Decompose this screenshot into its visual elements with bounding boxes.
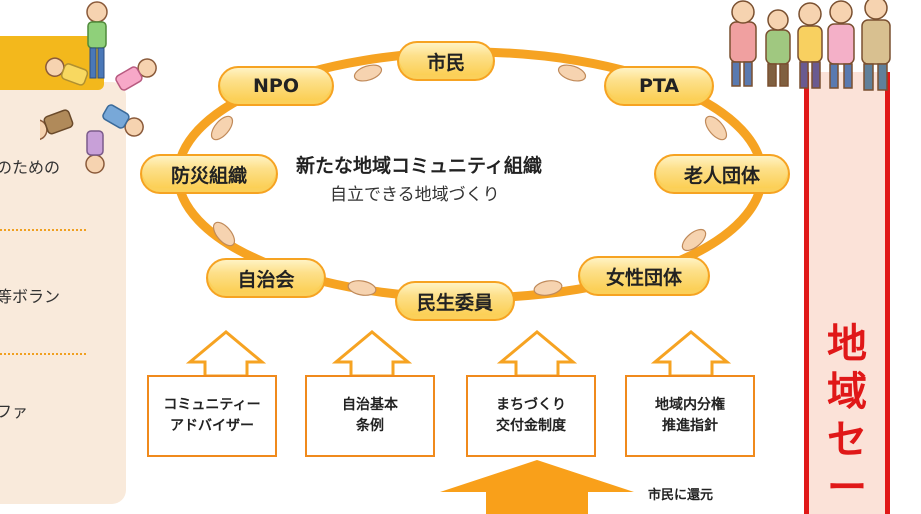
up-arrow-icon bbox=[496, 330, 578, 378]
left-panel-text: ファ bbox=[0, 402, 29, 421]
divider bbox=[0, 229, 86, 231]
policy-box-line: 条例 bbox=[356, 418, 384, 434]
return-label: 市民に還元 bbox=[648, 488, 714, 503]
policy-box: 自治基本 条例 bbox=[305, 375, 435, 457]
node-pill: 民生委員 bbox=[395, 281, 515, 321]
handshake-icon bbox=[533, 280, 563, 296]
left-panel-text: 等ボラン bbox=[0, 287, 61, 306]
handshake-icon bbox=[347, 280, 377, 296]
handshake-icon bbox=[210, 115, 234, 141]
banner-char: ー bbox=[827, 465, 867, 511]
up-arrow-icon bbox=[331, 330, 413, 378]
handshake-icon bbox=[681, 228, 707, 252]
node-pill: 自治会 bbox=[206, 258, 326, 298]
banner-text: 地 域 セ ー bbox=[820, 320, 874, 512]
big-up-arrow-icon bbox=[440, 460, 634, 514]
policy-box: 地域内分権 推進指針 bbox=[625, 375, 755, 457]
people-circle-illustration bbox=[40, 1, 170, 189]
node-pill: 防災組織 bbox=[140, 154, 278, 194]
policy-box-line: 交付金制度 bbox=[496, 418, 566, 434]
node-pill: NPO bbox=[218, 66, 334, 106]
handshake-icon bbox=[353, 64, 383, 82]
node-pill: 老人団体 bbox=[654, 154, 790, 194]
policy-box-line: 推進指針 bbox=[662, 418, 718, 434]
up-arrow-icon bbox=[650, 330, 732, 378]
banner-char: セ bbox=[827, 417, 867, 463]
left-panel bbox=[0, 82, 126, 504]
policy-box: まちづくり 交付金制度 bbox=[466, 375, 596, 457]
crowd-illustration bbox=[729, 0, 891, 91]
handshake-icon bbox=[557, 64, 587, 82]
center-subtitle: 自立できる地域づくり bbox=[330, 185, 500, 205]
node-pill: 女性団体 bbox=[578, 256, 710, 296]
up-arrow-icon bbox=[185, 330, 267, 378]
right-banner bbox=[804, 72, 890, 514]
handshake-icon bbox=[704, 115, 728, 141]
policy-box-line: 地域内分権 bbox=[655, 397, 725, 413]
banner-char: 地 bbox=[827, 321, 867, 367]
policy-box-line: まちづくり bbox=[496, 397, 566, 413]
node-pill: PTA bbox=[604, 66, 714, 106]
banner-char: 域 bbox=[827, 369, 867, 415]
policy-box-line: 自治基本 bbox=[342, 397, 398, 413]
policy-box: コミュニティー アドバイザー bbox=[147, 375, 277, 457]
policy-box-line: コミュニティー bbox=[163, 397, 261, 413]
policy-box-line: アドバイザー bbox=[170, 418, 254, 434]
handshake-icon bbox=[212, 221, 236, 247]
node-pill: 市民 bbox=[397, 41, 495, 81]
divider bbox=[0, 353, 86, 355]
center-title: 新たな地域コミュニティ組織 bbox=[296, 155, 542, 177]
left-panel-text: のための bbox=[0, 158, 61, 177]
